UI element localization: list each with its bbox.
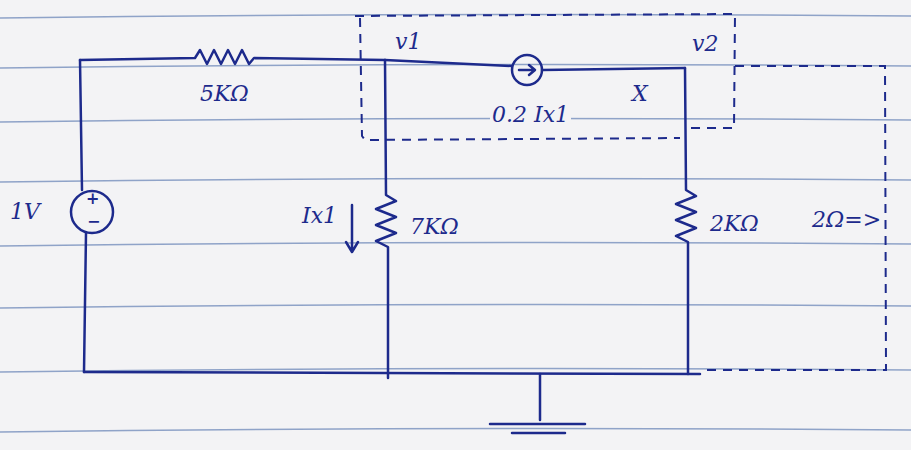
dashed-boundaries <box>355 14 886 370</box>
resistor-value: 2KΩ <box>708 212 761 236</box>
source-value: 1V <box>8 200 42 224</box>
wires <box>71 50 700 433</box>
current-label: Ix1 <box>300 204 339 228</box>
node-label: v2 <box>690 32 720 56</box>
node-mark: X <box>630 82 650 106</box>
dependent-source-label: 0.2 Ix1 <box>490 103 571 127</box>
note: 2Ω=> <box>810 208 883 232</box>
paper-lines <box>0 14 911 432</box>
node-label: v1 <box>393 30 423 54</box>
resistor-value: 7KΩ <box>408 215 461 239</box>
resistor-value: 5KΩ <box>198 82 251 106</box>
polarity-mark: + <box>84 190 101 208</box>
polarity-mark: − <box>85 213 102 231</box>
